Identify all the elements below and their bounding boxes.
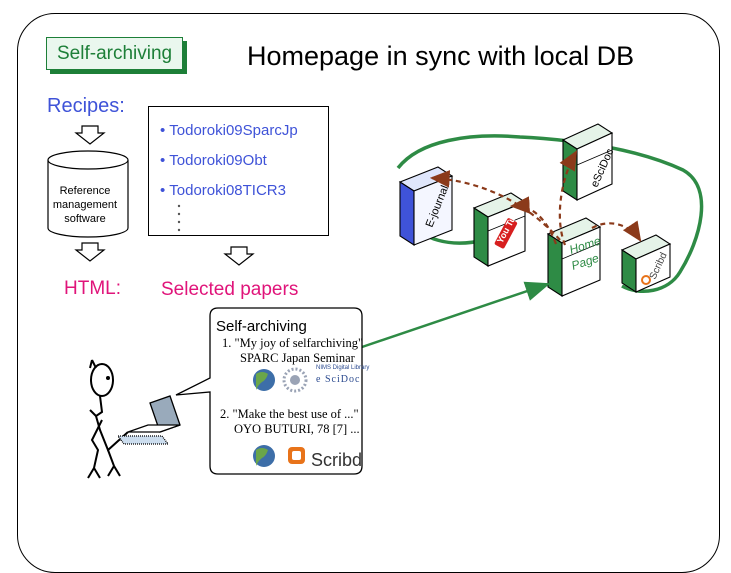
repository-globe-icon	[253, 369, 275, 391]
slide: Self-archiving Homepage in sync with loc…	[17, 13, 720, 573]
database-label: Reference management software	[40, 184, 130, 226]
paper-item: •Todoroki09Obt	[160, 152, 267, 169]
selected-papers-label: Selected papers	[161, 279, 299, 300]
down-arrow-icon	[223, 246, 255, 266]
ejournal-server-icon: E-journal	[398, 166, 454, 247]
scribd-server-icon: Scribd	[620, 234, 672, 294]
bullet-icon: •	[160, 152, 166, 169]
down-arrow-icon	[74, 125, 106, 145]
escidoc-logo-label: e SciDoc	[316, 374, 361, 385]
escidoc-small-label: NIMS Digital Library	[316, 365, 370, 371]
recipes-label: Recipes:	[47, 95, 125, 117]
scribd-logo-icon	[288, 447, 305, 464]
repository-globe-icon	[253, 445, 275, 467]
slide-title: Homepage in sync with local DB	[247, 41, 635, 71]
sync-arrows	[429, 150, 642, 246]
speech-bubble	[175, 307, 363, 475]
continuation-dots	[177, 204, 181, 232]
down-arrow-icon	[74, 242, 106, 262]
diagram-graphics: E-journal eSciDoc You Tube Home Page	[47, 123, 704, 479]
database-label-line: Reference	[59, 185, 111, 197]
publish-arrow	[361, 281, 551, 349]
person-icon	[87, 359, 129, 479]
bubble-item-1-venue: SPARC Japan Seminar	[240, 351, 355, 365]
paper-item-label: Todoroki09Obt	[169, 152, 267, 169]
paper-item: •Todoroki08TICR3	[160, 182, 286, 199]
self-archiving-badge: Self-archiving	[46, 37, 184, 70]
paper-item: •Todoroki09SparcJp	[160, 122, 298, 139]
paper-item-label: Todoroki09SparcJp	[169, 122, 298, 139]
paper-item-label: Todoroki08TICR3	[169, 182, 286, 199]
bullet-icon: •	[160, 122, 166, 139]
escidoc-logo-icon	[282, 367, 308, 393]
laptop-icon	[116, 395, 181, 445]
bubble-title: Self-archiving	[216, 318, 307, 335]
homepage-server-icon: Home Page	[546, 217, 603, 298]
bubble-item-1-title: 1. "My joy of selfarchiving"	[222, 336, 364, 350]
database-label-line: software	[64, 213, 106, 225]
bullet-icon: •	[160, 182, 166, 199]
bubble-item-2-venue: OYO BUTURI, 78 [7] ...	[234, 422, 360, 436]
html-label: HTML:	[64, 278, 121, 299]
database-label-line: management	[52, 199, 118, 211]
bubble-item-2-title: 2. "Make the best use of ..."	[220, 407, 359, 421]
database-icon	[47, 150, 129, 238]
scribd-logo-label: Scribd	[311, 450, 363, 470]
